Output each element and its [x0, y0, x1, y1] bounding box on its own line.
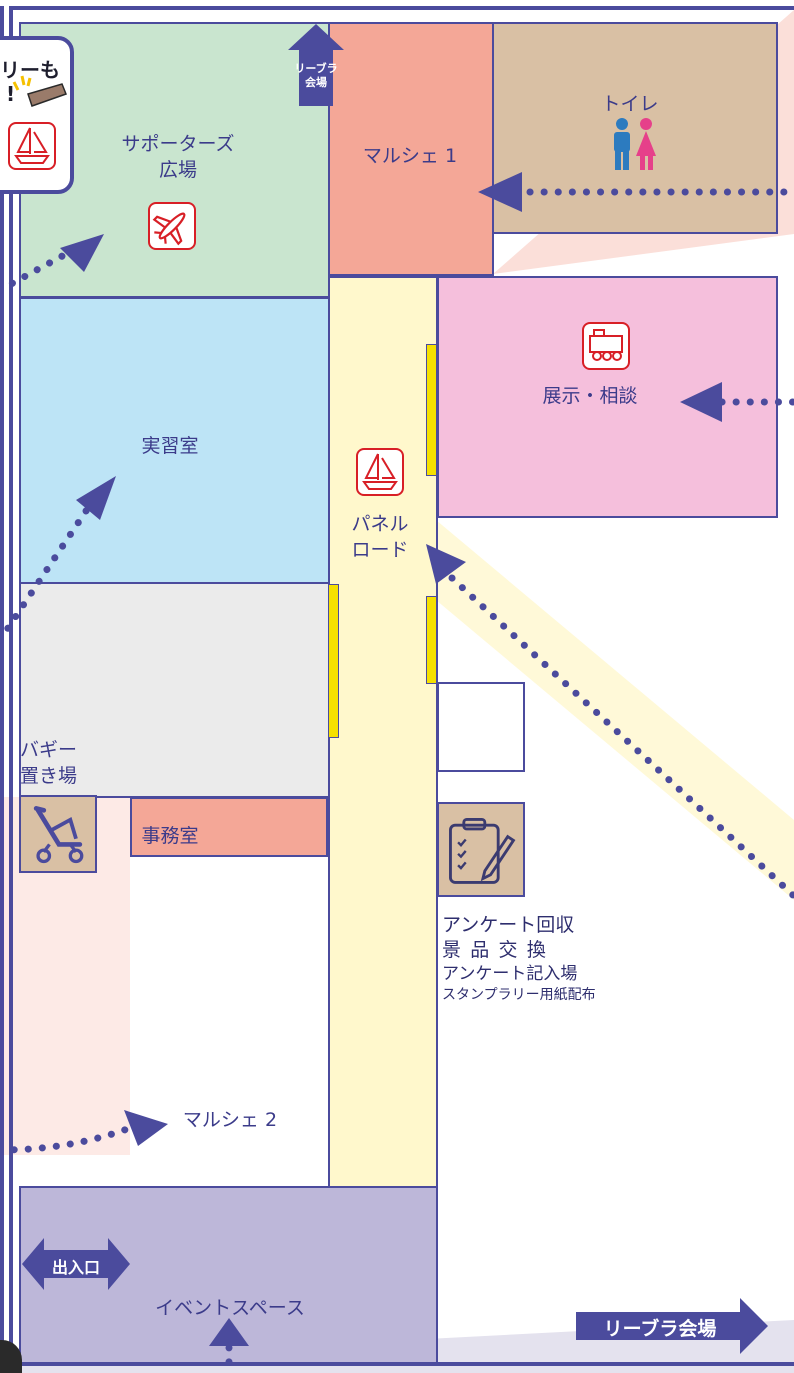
marche-2[interactable] — [130, 797, 328, 857]
person-figure — [0, 1340, 22, 1373]
practice-room-label: 実習室 — [141, 435, 199, 457]
stamp-rally-callout: リーも ! — [0, 36, 74, 194]
buggy-label: バギー 置き場 — [20, 739, 78, 787]
info-line1: アンケート回収 — [442, 915, 575, 936]
toilet-label: トイレ — [601, 93, 659, 115]
entrance-label[interactable]: 出入口 — [51, 1258, 100, 1277]
arrowhead — [209, 1318, 249, 1346]
stroller-icon — [33, 806, 84, 864]
sailboat-icon — [362, 453, 398, 490]
office-fill — [21, 584, 328, 796]
supporters-plaza-label: サポーターズ 広場 — [121, 133, 235, 181]
arrowhead — [478, 172, 522, 212]
panel-stand — [426, 344, 437, 476]
arrowhead — [426, 544, 466, 584]
small-room — [437, 682, 525, 772]
office-label: 事務室 — [141, 825, 199, 847]
left-wall — [0, 6, 14, 1366]
info-line4: スタンプラリー用紙配布 — [442, 986, 596, 1003]
event-space-label: イベントスペース — [155, 1297, 305, 1319]
survey-info: アンケート回収 景 品 交 換 アンケート記入場 スタンプラリー用紙配布 — [442, 914, 596, 1004]
sailboat-stamp-icon[interactable] — [148, 202, 196, 250]
info-line2: 景 品 交 換 — [442, 939, 548, 961]
survey-tile — [437, 802, 525, 897]
woman-icon — [636, 118, 656, 170]
libra-up-arrow — [288, 24, 344, 106]
panel-road-label: パネル ロード — [351, 513, 409, 561]
marche-1-label: マルシェ 1 — [362, 145, 458, 167]
clipboard-icon — [449, 817, 516, 884]
locomotive-icon — [589, 329, 623, 361]
arrowhead — [60, 234, 104, 272]
panel-road[interactable] — [328, 276, 438, 1188]
marche-2-label: マルシェ 2 — [182, 1109, 278, 1131]
buggy-parking-tile — [19, 795, 97, 873]
marche-1[interactable] — [328, 22, 494, 276]
panel-stand — [328, 584, 339, 738]
toilet[interactable] — [492, 22, 778, 234]
stamp-block-icon — [12, 75, 67, 107]
callout-line2: ! — [6, 82, 16, 106]
panel-stand — [426, 596, 437, 684]
arrowhead — [680, 382, 722, 422]
man-icon — [614, 118, 630, 170]
display-consultation[interactable] — [437, 276, 778, 518]
entrance-arrow — [22, 1238, 130, 1290]
arrowhead — [76, 476, 116, 520]
venue-outline — [9, 6, 794, 1366]
libra-up-label[interactable]: リーブラ 会場 — [294, 62, 338, 89]
info-line3: アンケート記入場 — [442, 964, 578, 984]
libra-right-label[interactable]: リーブラ会場 — [603, 1318, 717, 1340]
display-label: 展示・相談 — [542, 385, 638, 407]
arrowhead — [124, 1110, 168, 1146]
libra-right-arrow — [576, 1298, 768, 1354]
